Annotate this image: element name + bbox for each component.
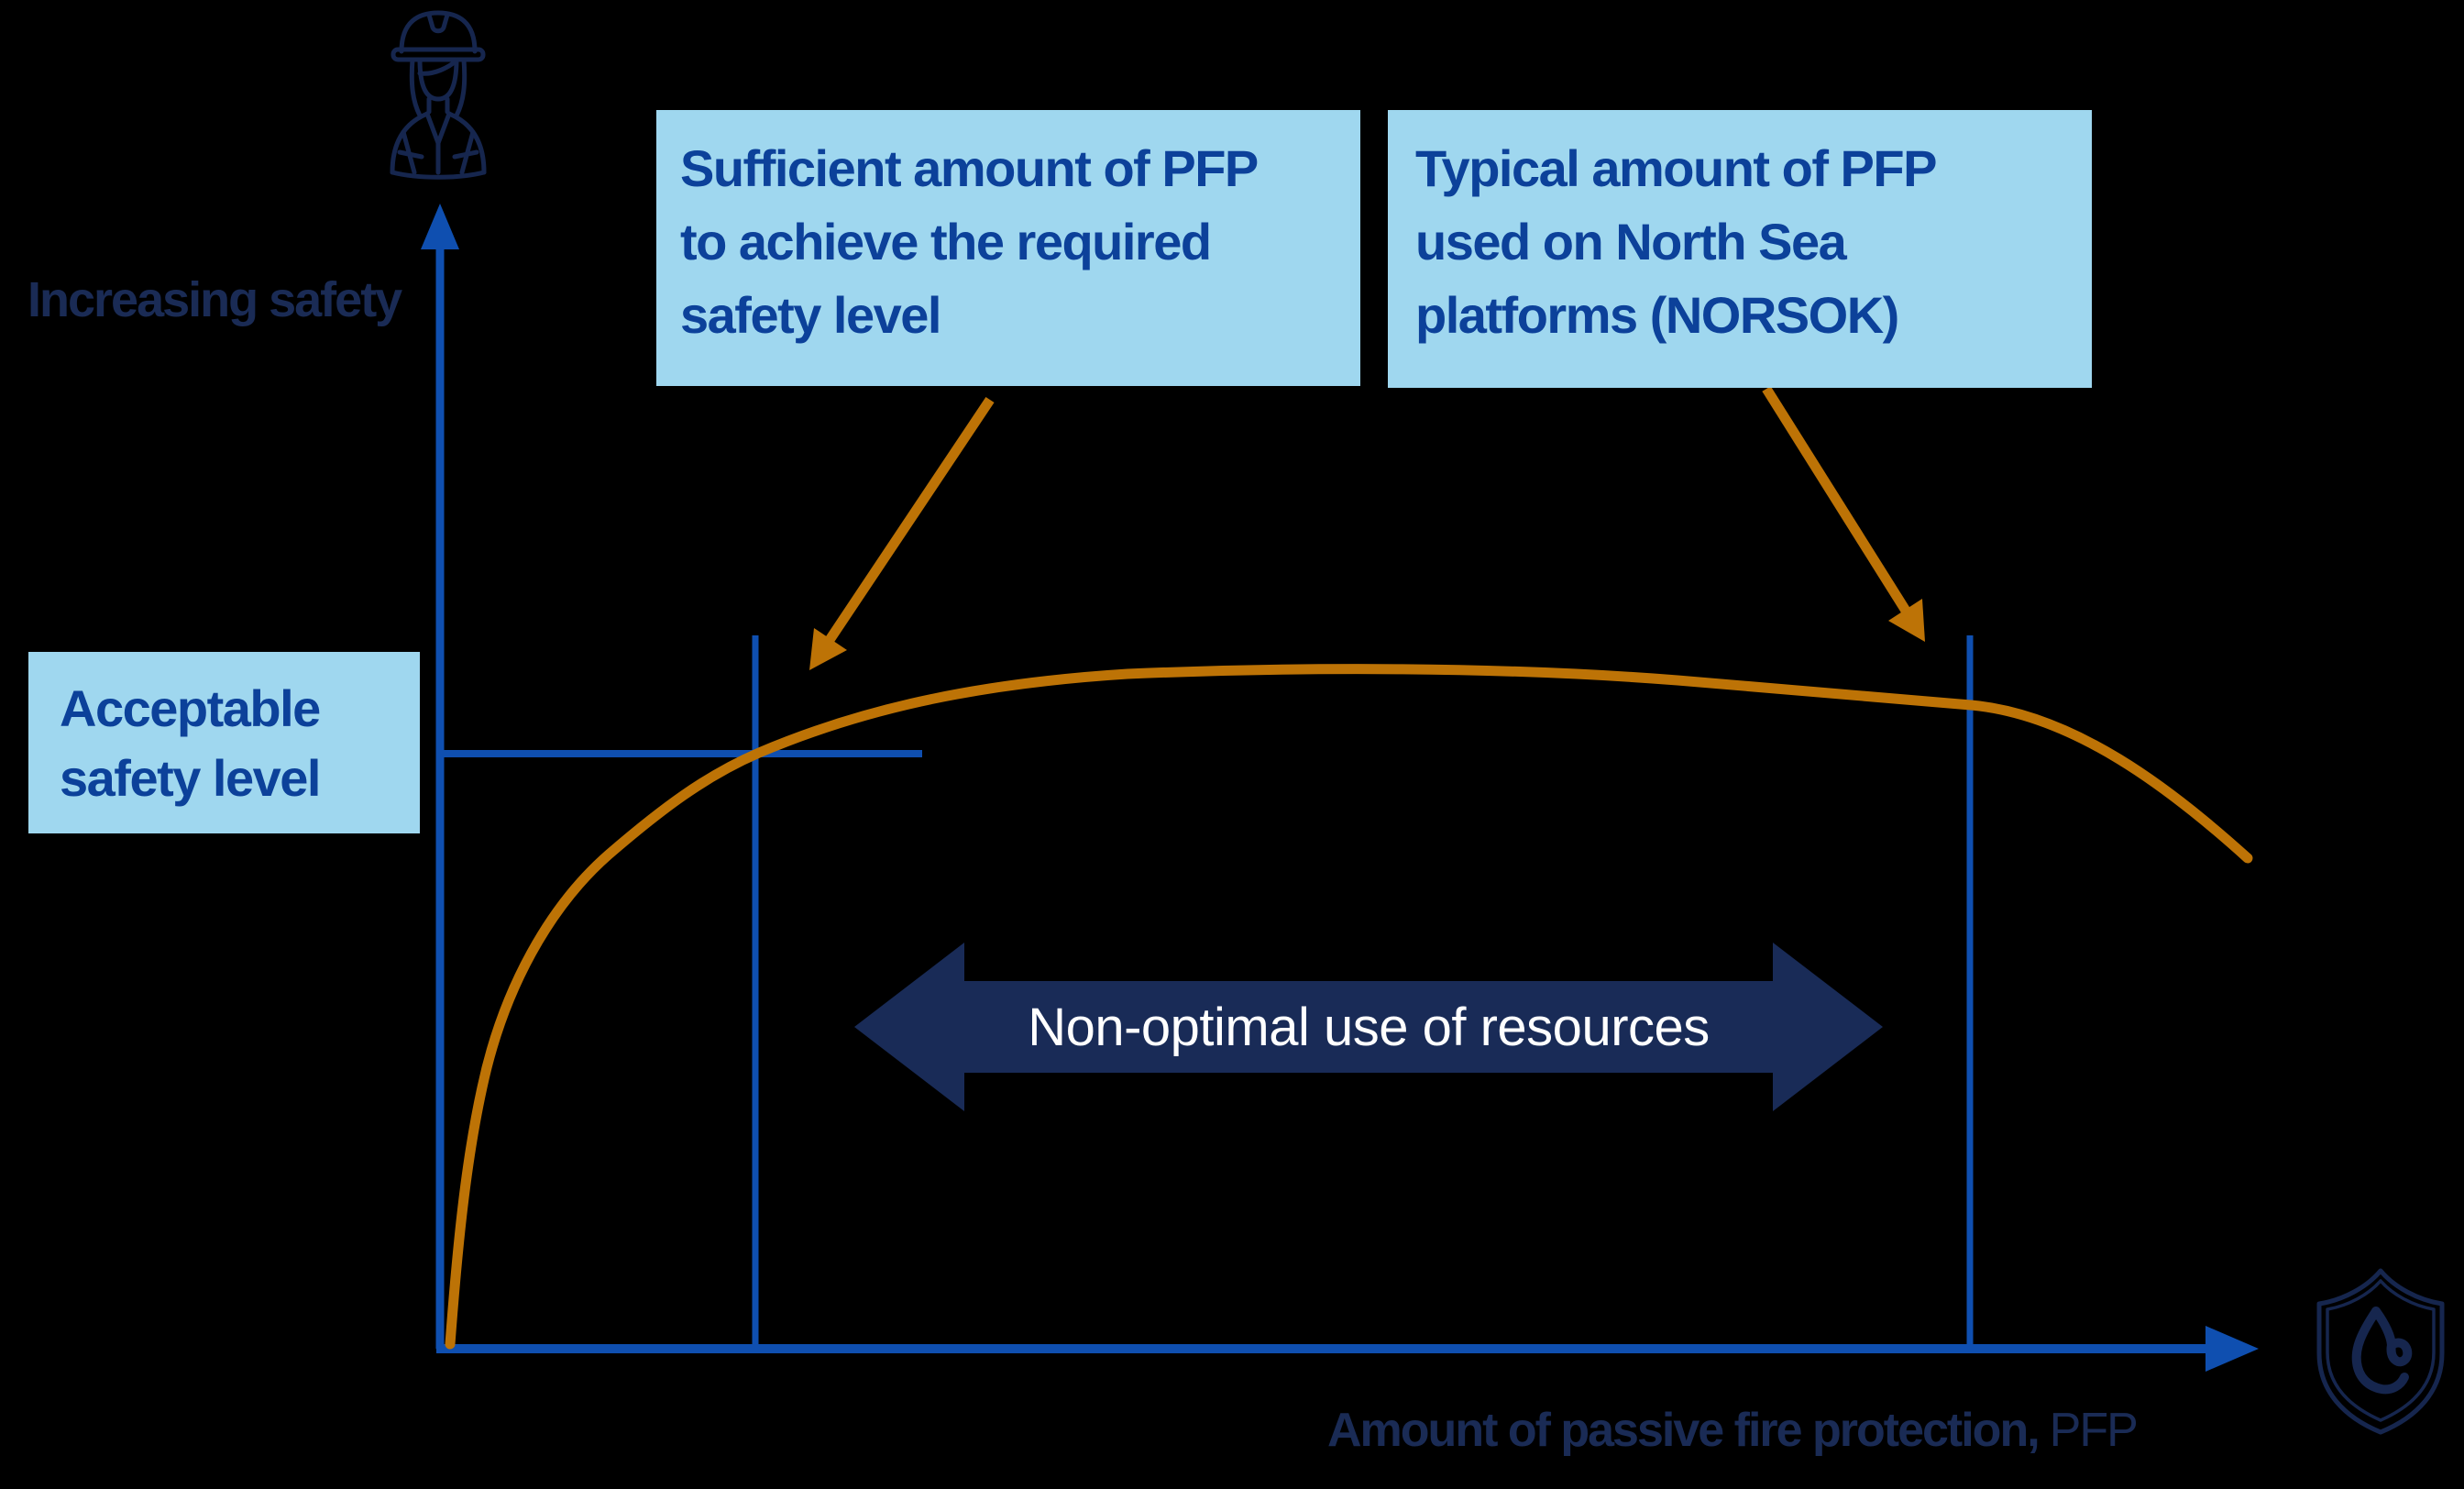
worker-icon [390,10,487,180]
non-optimal-banner-label: Non-optimal use of resources [1028,998,1710,1057]
fire-shield-icon [2316,1268,2445,1435]
callout-arrow-typical [1762,386,1925,642]
acceptable-line-2: safety level [60,749,321,807]
y-axis-label: Increasing safety [28,272,402,327]
x-axis-label-main: Amount of passive fire protection, [1327,1404,2040,1457]
x-axis-label: Amount of passive fire protection,PFP [1327,1403,2139,1458]
callout-typical-line-1: Typical amount of PFP [1415,139,1937,197]
acceptable-safety-level-box: Acceptable safety level [28,652,420,833]
y-axis [421,204,459,1349]
safety-curve [445,664,2253,1350]
acceptable-line-1: Acceptable [60,679,321,737]
non-optimal-banner-arrow [854,943,1883,1111]
callout-sufficient-line-1: Sufficient amount of PFP [680,139,1259,197]
callout-sufficient-line-3: safety level [680,286,941,344]
callout-sufficient-line-2: to achieve the required [680,213,1212,270]
x-axis-label-pfp: PFP [2049,1404,2139,1457]
callout-typical-pfp: Typical amount of PFP used on North Sea … [1388,110,2092,388]
x-axis [436,1326,2259,1372]
callout-typical-line-2: used on North Sea [1415,213,1847,270]
callout-arrow-sufficient [809,396,995,670]
callout-sufficient-pfp: Sufficient amount of PFP to achieve the … [656,110,1360,386]
callout-typical-line-3: platforms (NORSOK) [1415,286,1899,344]
